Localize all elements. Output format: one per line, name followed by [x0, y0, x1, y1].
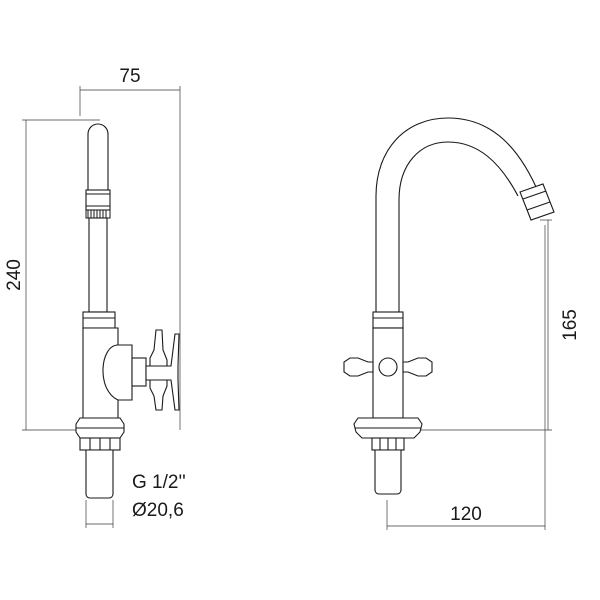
diameter-label: Ø20,6 [132, 500, 184, 521]
tap-front-view [343, 117, 555, 495]
aerator-outlet [85, 209, 111, 219]
dimension-label-spout-height: 165 [560, 309, 581, 341]
dimension-label-reach: 120 [450, 504, 482, 525]
dimension-lines [22, 86, 552, 530]
dimension-label-height: 240 [4, 259, 25, 291]
thread-label: G 1/2'' [132, 472, 186, 493]
tap-side-view [75, 123, 180, 499]
dimension-label-width: 75 [119, 66, 140, 87]
